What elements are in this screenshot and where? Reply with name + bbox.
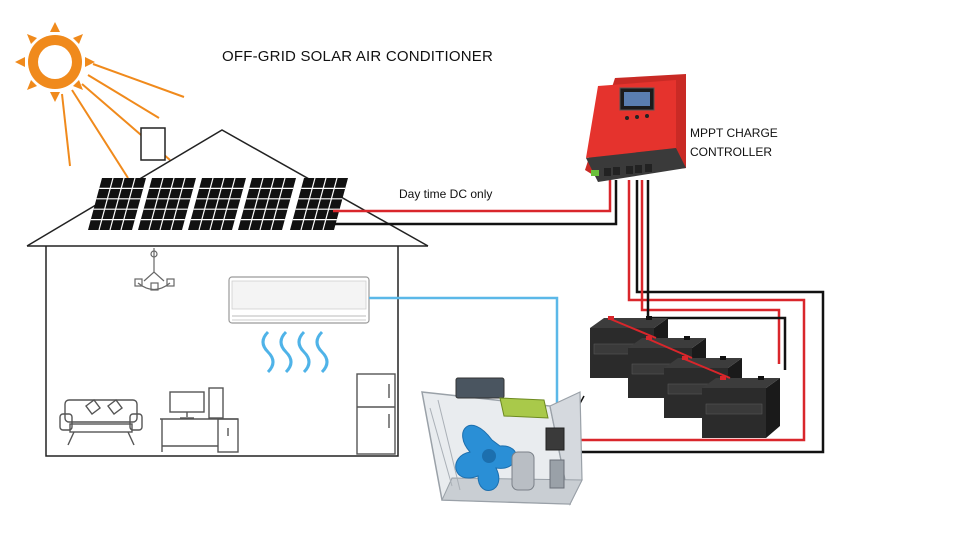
diagram-title: OFF-GRID SOLAR AIR CONDITIONER <box>222 48 494 65</box>
wiring <box>333 180 825 454</box>
solar-panel-icon <box>138 177 196 231</box>
chandelier-icon <box>134 248 175 291</box>
solar-panel-array <box>88 177 348 231</box>
charge-controller-icon <box>585 74 686 182</box>
wire-label: Day time DC only <box>399 187 493 201</box>
load-positive-wire <box>640 180 781 364</box>
solar-panel-icon <box>188 177 246 231</box>
battery-link-wire <box>681 357 731 379</box>
outdoor-unit-icon <box>421 377 583 506</box>
house-outline <box>26 127 429 457</box>
load-negative-wire <box>646 180 787 370</box>
fridge-icon <box>356 373 396 455</box>
solar-panel-icon <box>238 177 296 231</box>
sofa-icon <box>59 399 143 446</box>
desk-computer-icon <box>160 387 239 453</box>
battery-positive-wire <box>568 180 806 442</box>
controller-label-line1: MPPT CHARGE <box>690 126 778 140</box>
pv-negative-wire <box>333 180 618 226</box>
split-ac-icon <box>228 276 370 324</box>
airflow-icon <box>261 330 329 374</box>
sun-icon <box>15 22 185 179</box>
battery-bank <box>590 316 780 438</box>
battery-negative-wire <box>560 180 825 454</box>
battery-icon <box>702 376 780 438</box>
controller-label-line2: CONTROLLER <box>690 145 773 159</box>
ac-signal-wire <box>369 296 559 422</box>
battery-link-wire <box>607 317 657 339</box>
controller-label: MPPT CHARGE CONTROLLER <box>690 124 778 162</box>
solar-panel-icon <box>290 177 348 231</box>
battery-link-wire <box>645 337 693 359</box>
pv-positive-wire <box>333 180 612 213</box>
solar-panel-icon <box>88 177 146 231</box>
